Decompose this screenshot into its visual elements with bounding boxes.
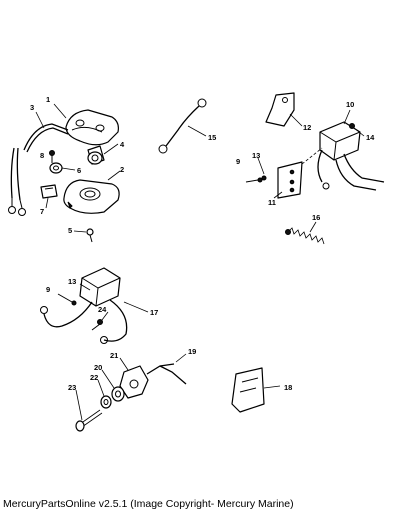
callout-19: 19 (188, 347, 196, 356)
callout-22: 22 (90, 373, 98, 382)
callout-10: 10 (346, 100, 354, 109)
part-19-linkage-rod (146, 363, 187, 385)
part-11-plate (277, 161, 303, 199)
part-8-screw (49, 150, 55, 163)
callout-9-lower: 9 (46, 285, 50, 294)
callout-16: 16 (312, 213, 320, 222)
part-21-bracket (119, 365, 149, 399)
callout-12: 12 (303, 123, 311, 132)
part-16-spring (285, 227, 325, 245)
part-18-clip-bracket (231, 367, 265, 413)
callout-2: 2 (120, 165, 124, 174)
part-9-13-screws-left (57, 293, 77, 306)
wire-leads-left (8, 147, 26, 216)
callout-21: 21 (110, 351, 118, 360)
copyright-footer: MercuryPartsOnline v2.5.1 (Image Copyrig… (3, 498, 294, 510)
part-24-screw (91, 319, 103, 331)
part-3-arm (23, 123, 69, 153)
part-15-ground-strap (158, 98, 207, 154)
part-9-13-screws-right (245, 175, 267, 183)
part-5-screw (86, 228, 94, 243)
leader-lines (35, 103, 365, 421)
part-17-switch-assembly (40, 267, 128, 344)
callout-4: 4 (120, 140, 125, 149)
callout-14: 14 (366, 133, 375, 142)
callout-1: 1 (46, 95, 50, 104)
part-6-clamp (49, 162, 63, 174)
callout-15: 15 (208, 133, 216, 142)
part-7-block (40, 184, 58, 199)
callout-17: 17 (150, 308, 158, 317)
part-20-22-washers (100, 386, 125, 409)
part-4-bushing (87, 145, 105, 165)
callout-3: 3 (30, 103, 34, 112)
callout-5: 5 (68, 226, 72, 235)
parts-exploded-diagram: 1 2 3 4 5 6 7 8 9 10 11 12 13 14 15 16 1… (8, 92, 385, 432)
callout-13: 13 (252, 151, 260, 160)
callout-7: 7 (40, 207, 44, 216)
callout-20: 20 (94, 363, 102, 372)
callout-11: 11 (268, 198, 276, 207)
callout-18: 18 (284, 383, 292, 392)
callout-8: 8 (40, 151, 44, 160)
callout-23: 23 (68, 383, 76, 392)
part-1-upper-cover (65, 109, 119, 146)
part-12-bracket (265, 92, 295, 127)
part-2-lower-housing (63, 179, 120, 214)
callout-6: 6 (77, 166, 81, 175)
callout-9: 9 (236, 157, 240, 166)
callout-24: 24 (98, 305, 107, 314)
part-14-nut (349, 123, 355, 129)
callout-numbers: 1 2 3 4 5 6 7 8 9 10 11 12 13 14 15 16 1… (30, 95, 375, 392)
wire-leads-right (317, 149, 385, 191)
callout-13-lower: 13 (68, 277, 76, 286)
part-23-bolt (75, 409, 103, 432)
